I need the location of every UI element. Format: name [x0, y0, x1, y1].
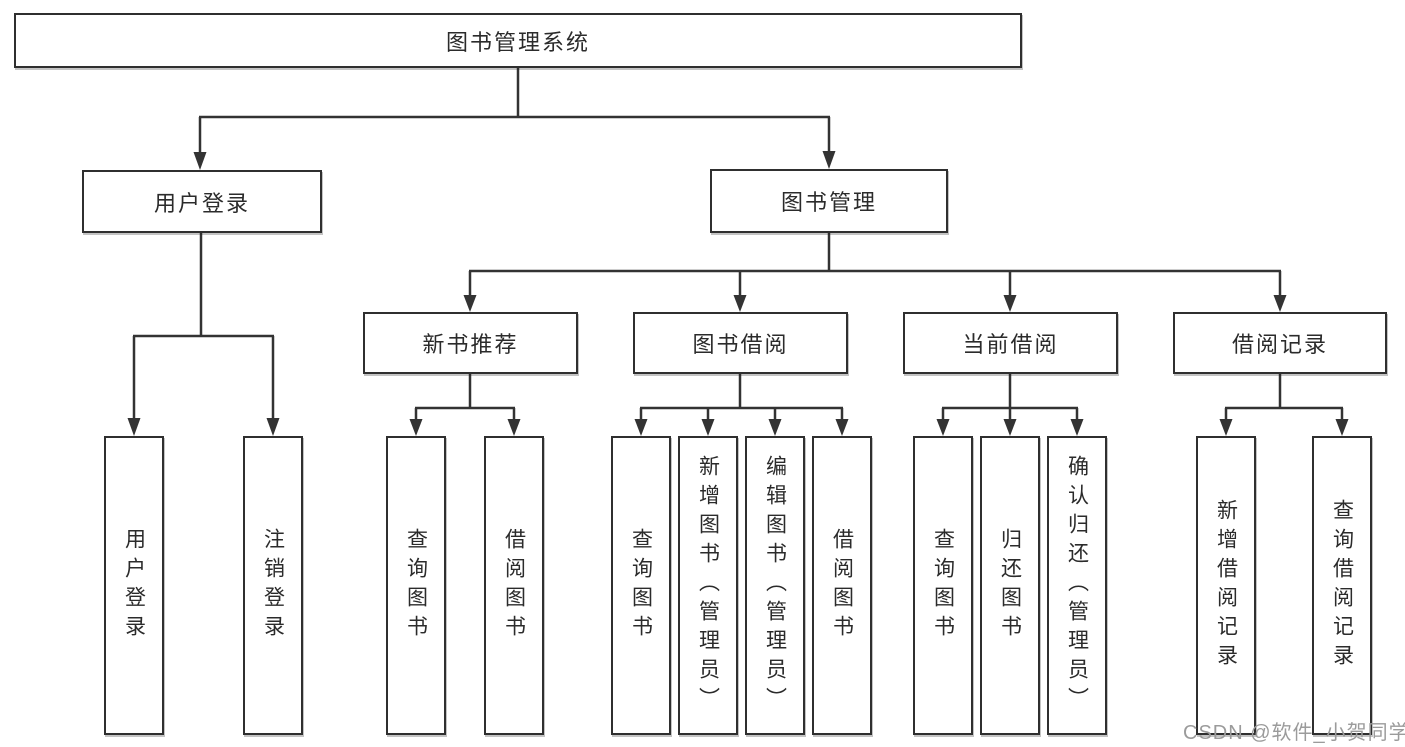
leaf-label: 归还图书	[998, 527, 1022, 644]
leaf-return-books: 归还图书	[980, 436, 1040, 735]
leaf-label: 注销登录	[261, 527, 285, 644]
node-book-management: 图书管理	[710, 169, 948, 233]
leaf-query-books-borrowing: 查询图书	[611, 436, 671, 735]
csdn-watermark: CSDN @软件_小贺同学	[1183, 722, 1405, 744]
leaf-label: 新增借阅记录	[1214, 498, 1238, 673]
leaf-label: 查询图书	[404, 527, 428, 644]
node-new-book-recommend: 新书推荐	[363, 312, 578, 374]
node-label: 图书借阅	[692, 332, 789, 357]
leaf-add-borrow-record: 新增借阅记录	[1196, 436, 1256, 735]
leaf-confirm-return-admin: 确认归还（管理员）	[1047, 436, 1107, 735]
leaf-borrow-books-newbooks: 借阅图书	[484, 436, 544, 735]
leaf-label: 查询图书	[629, 527, 653, 644]
node-label: 新书推荐	[422, 332, 519, 357]
node-library-management-system: 图书管理系统	[14, 13, 1022, 68]
node-borrowing-records: 借阅记录	[1173, 312, 1387, 374]
leaf-label: 确认归还（管理员）	[1065, 455, 1089, 716]
node-label: 图书管理	[780, 190, 877, 215]
leaf-edit-books-admin: 编辑图书（管理员）	[745, 436, 805, 735]
leaf-label: 查询借阅记录	[1330, 498, 1354, 673]
leaf-label: 借阅图书	[830, 527, 854, 644]
node-label: 借阅记录	[1231, 332, 1328, 357]
leaf-label: 新增图书（管理员）	[696, 455, 720, 716]
leaf-query-books-current: 查询图书	[913, 436, 973, 735]
leaf-user-login: 用户登录	[104, 436, 164, 735]
arrowheads	[127, 151, 1349, 436]
leaf-add-books-admin: 新增图书（管理员）	[678, 436, 738, 735]
leaf-query-borrow-record: 查询借阅记录	[1312, 436, 1372, 735]
node-label: 当前借阅	[962, 332, 1059, 357]
leaf-label: 用户登录	[122, 527, 146, 644]
leaf-borrow-books-borrowing: 借阅图书	[812, 436, 872, 735]
node-book-borrowing: 图书借阅	[633, 312, 848, 374]
leaf-label: 编辑图书（管理员）	[763, 455, 787, 716]
leaf-logout: 注销登录	[243, 436, 303, 735]
node-label: 用户登录	[153, 190, 250, 216]
leaf-label: 查询图书	[931, 527, 955, 644]
leaf-label: 借阅图书	[502, 527, 526, 644]
node-current-borrowing: 当前借阅	[903, 312, 1118, 374]
node-user-login: 用户登录	[82, 170, 322, 233]
node-label: 图书管理系统	[445, 29, 590, 55]
leaf-query-books-newbooks: 查询图书	[386, 436, 446, 735]
